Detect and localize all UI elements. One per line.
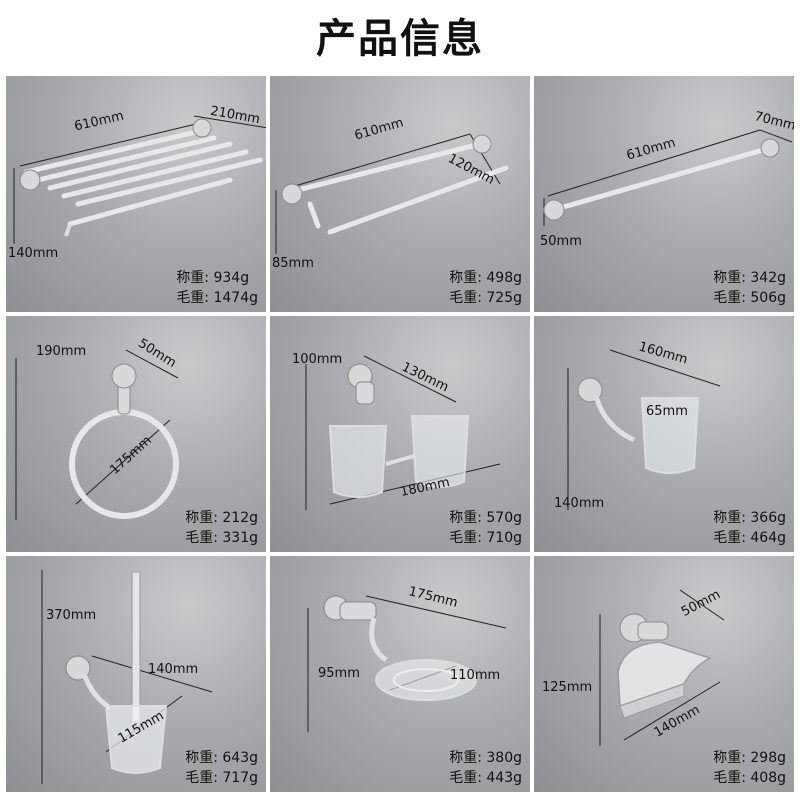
gross-weight-value: 464g — [750, 530, 786, 546]
net-weight-value: 366g — [750, 510, 786, 526]
gross-weight-value: 506g — [750, 290, 786, 306]
weight-info: 称重: 498g 毛重: 725g — [449, 268, 522, 308]
net-weight-label: 称重: — [713, 510, 746, 526]
dimension-label-depth: 140mm — [148, 662, 199, 677]
weight-info: 称重: 298g 毛重: 408g — [713, 748, 786, 788]
dimension-label-height: 50mm — [540, 234, 582, 249]
dimension-label-height: 370mm — [46, 608, 97, 623]
weight-info: 称重: 934g 毛重: 1474g — [176, 268, 258, 308]
gross-weight-label: 毛重: — [713, 770, 746, 786]
weight-info: 称重: 212g 毛重: 331g — [185, 508, 258, 548]
towel-shelf-image — [13, 115, 266, 244]
weight-info: 称重: 380g 毛重: 443g — [449, 748, 522, 788]
gross-weight-label: 毛重: — [713, 530, 746, 546]
double-cup-holder-image — [305, 355, 501, 510]
net-weight-label: 称重: — [185, 750, 218, 766]
weight-info: 称重: 570g 毛重: 710g — [449, 508, 522, 548]
product-card-paper-holder: 50mm 125mm 140mm 称重: 298g 毛重: 408g — [534, 556, 794, 792]
dimension-label-height: 140mm — [554, 496, 605, 511]
gross-weight-label: 毛重: — [449, 770, 482, 786]
single-towel-bar-image — [543, 129, 793, 226]
dimension-label-height: 125mm — [542, 680, 593, 695]
net-weight-value: 934g — [213, 270, 250, 286]
product-card-towel-ring: 190mm 50mm 175mm 称重: 212g 毛重: 331g — [6, 316, 266, 552]
net-weight-value: 212g — [222, 510, 258, 526]
gross-weight-label: 毛重: — [713, 290, 746, 306]
net-weight-value: 298g — [750, 750, 786, 766]
dimension-label-diameter: 110mm — [450, 668, 501, 683]
net-weight-label: 称重: — [713, 270, 746, 286]
gross-weight-value: 443g — [486, 770, 522, 786]
gross-weight-label: 毛重: — [176, 290, 210, 306]
product-grid: 610mm 210mm 140mm 称重: 934g 毛重: 1474g 610… — [6, 76, 794, 794]
dimension-label-height: 95mm — [318, 666, 360, 681]
product-card-single-towel-bar: 610mm 70mm 50mm 称重: 342g 毛重: 506g — [534, 76, 794, 312]
gross-weight-value: 331g — [222, 530, 258, 546]
net-weight-label: 称重: — [449, 270, 482, 286]
dimension-label-height: 190mm — [36, 344, 87, 359]
net-weight-value: 342g — [750, 270, 786, 286]
product-card-soap-dish: 175mm 95mm 110mm 称重: 380g 毛重: 443g — [270, 556, 530, 792]
gross-weight-value: 725g — [486, 290, 522, 306]
dimension-label-height: 100mm — [292, 352, 343, 367]
dimension-label-height: 85mm — [272, 256, 314, 271]
product-card-single-cup-holder: 160mm 65mm 140mm 称重: 366g 毛重: 464g — [534, 316, 794, 552]
product-card-toilet-brush-holder: 370mm 140mm 115mm 称重: 643g 毛重: 717g — [6, 556, 266, 792]
weight-info: 称重: 342g 毛重: 506g — [713, 268, 786, 308]
gross-weight-label: 毛重: — [449, 530, 482, 546]
product-card-double-towel-bar: 610mm 120mm 85mm 称重: 498g 毛重: 725g — [270, 76, 530, 312]
dimension-label-height: 140mm — [8, 246, 59, 261]
product-card-double-cup-holder: 100mm 130mm 180mm 称重: 570g 毛重: 710g — [270, 316, 530, 552]
gross-weight-value: 408g — [750, 770, 786, 786]
net-weight-label: 称重: — [449, 750, 482, 766]
weight-info: 称重: 643g 毛重: 717g — [185, 748, 258, 788]
toilet-brush-holder-image — [41, 570, 213, 784]
paper-holder-image — [599, 589, 725, 746]
double-towel-bar-image — [275, 133, 509, 254]
product-card-towel-shelf: 610mm 210mm 140mm 称重: 934g 毛重: 1474g — [6, 76, 266, 312]
page-title: 产品信息 — [316, 16, 484, 62]
net-weight-label: 称重: — [449, 510, 482, 526]
net-weight-value: 570g — [486, 510, 522, 526]
net-weight-label: 称重: — [185, 510, 218, 526]
gross-weight-value: 1474g — [213, 290, 258, 306]
gross-weight-value: 717g — [222, 770, 258, 786]
soap-dish-image — [307, 595, 507, 732]
net-weight-label: 称重: — [176, 270, 210, 286]
gross-weight-label: 毛重: — [185, 770, 218, 786]
net-weight-value: 643g — [222, 750, 258, 766]
weight-info: 称重: 366g 毛重: 464g — [713, 508, 786, 548]
gross-weight-label: 毛重: — [185, 530, 218, 546]
towel-ring-image — [15, 349, 179, 520]
gross-weight-label: 毛重: — [449, 290, 482, 306]
gross-weight-value: 710g — [486, 530, 522, 546]
net-weight-value: 498g — [486, 270, 522, 286]
single-cup-holder-image — [567, 349, 721, 510]
dimension-label-diameter: 65mm — [646, 404, 688, 419]
net-weight-label: 称重: — [713, 750, 746, 766]
net-weight-value: 380g — [486, 750, 522, 766]
